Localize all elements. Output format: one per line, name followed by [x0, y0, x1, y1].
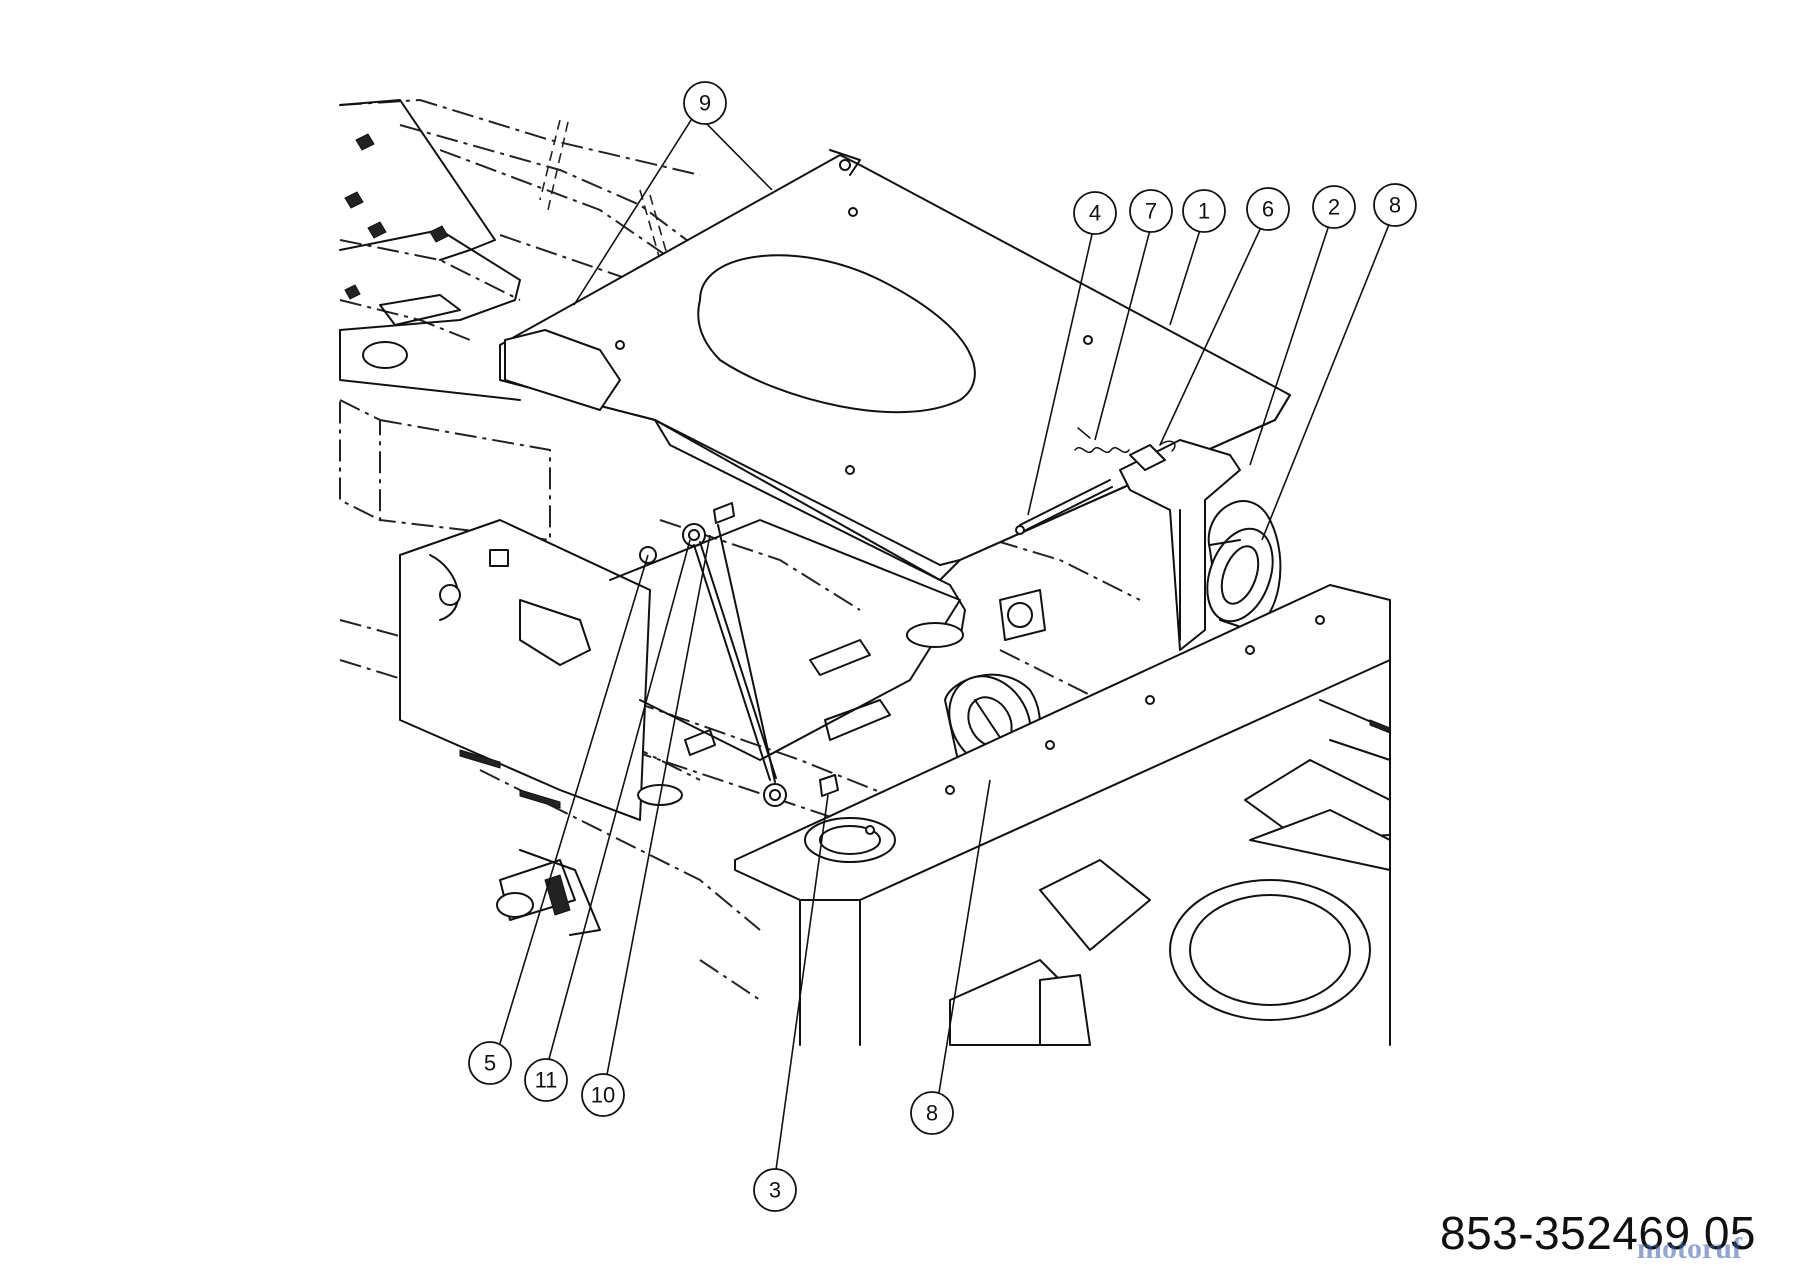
- callout-4: 4: [1073, 191, 1117, 235]
- svg-text:4: 4: [1089, 201, 1101, 226]
- svg-text:5: 5: [484, 1051, 496, 1076]
- callout-2: 2: [1312, 185, 1356, 229]
- svg-text:1: 1: [1198, 199, 1210, 224]
- svg-text:10: 10: [591, 1083, 615, 1108]
- x-hole-cluster: [344, 133, 449, 300]
- left-hinge-bracket: [399, 519, 651, 821]
- seat-latch-assembly: [1015, 427, 1241, 651]
- bumper-rear: [1206, 500, 1282, 631]
- svg-text:3: 3: [769, 1178, 781, 1203]
- svg-text:7: 7: [1145, 199, 1157, 224]
- callout-1: 1: [1182, 189, 1226, 233]
- svg-text:9: 9: [699, 91, 711, 116]
- callout-8-right: 8: [1373, 183, 1417, 227]
- left-seat-bracket: [339, 99, 521, 401]
- svg-text:11: 11: [535, 1068, 558, 1093]
- seat-mount-plate: [499, 149, 1291, 641]
- callout-5: 5: [468, 1041, 512, 1085]
- svg-text:8: 8: [926, 1101, 938, 1126]
- callout-7: 7: [1129, 189, 1173, 233]
- diagram-part-number: 853-352469 05: [1439, 1207, 1756, 1259]
- callout-6: 6: [1246, 187, 1290, 231]
- floor-plate: [609, 519, 1046, 806]
- watermark-logo: motoruf: [1637, 1232, 1742, 1265]
- callout-10: 10: [581, 1073, 625, 1117]
- callout-8-bottom: 8: [910, 1091, 954, 1135]
- callout-11: 11: [524, 1058, 568, 1102]
- chassis-frame-right: [734, 584, 1391, 1046]
- callout-3: 3: [753, 1168, 797, 1212]
- svg-text:2: 2: [1328, 195, 1340, 220]
- svg-text:6: 6: [1262, 197, 1274, 222]
- callout-9-top: 9: [683, 81, 727, 125]
- linkage-parts: [639, 502, 839, 807]
- leader-lines: [497, 116, 1391, 1178]
- lower-shaft: [496, 849, 601, 936]
- svg-text:8: 8: [1389, 193, 1401, 218]
